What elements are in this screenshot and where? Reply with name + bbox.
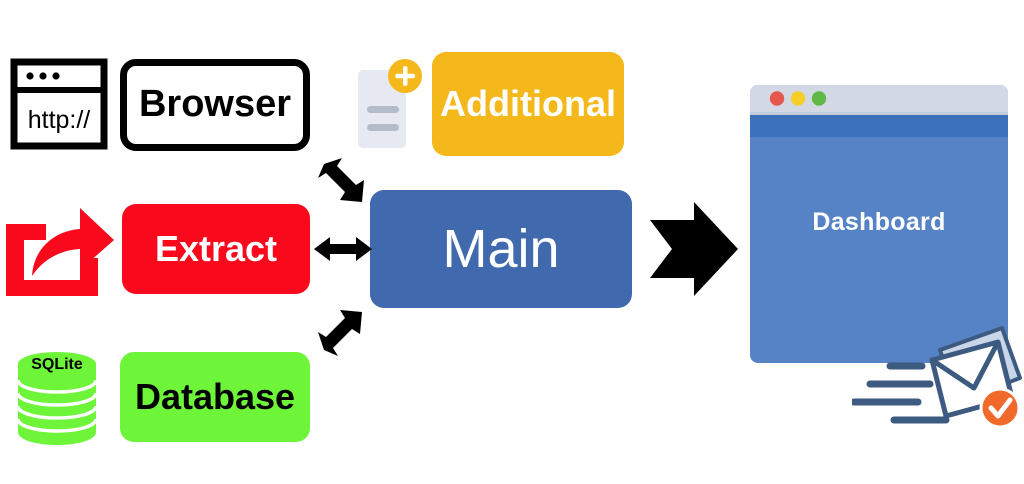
share-export-arrow-icon [2, 196, 118, 300]
node-main[interactable]: Main [370, 190, 632, 308]
connector-database-to-main [318, 310, 362, 356]
node-dashboard[interactable] [750, 85, 1008, 363]
connector-extract-to-main [314, 237, 372, 261]
node-additional[interactable]: Additional [432, 52, 624, 156]
sqlite-cylinder-icon: SQLite [14, 350, 100, 446]
node-browser[interactable]: Browser [120, 59, 310, 151]
node-database[interactable]: Database [120, 352, 310, 442]
browser-icon-url-text: http:// [28, 106, 91, 134]
node-main-label: Main [442, 218, 560, 279]
browser-window-icon: http:// [10, 58, 108, 150]
traffic-light-yellow [790, 91, 806, 106]
sqlite-icon-label: SQLite [31, 356, 83, 373]
node-database-label: Database [134, 376, 296, 418]
node-additional-label: Additional [440, 83, 616, 125]
node-browser-label: Browser [138, 83, 292, 126]
envelope-sent-check-icon [850, 322, 1024, 440]
traffic-light-red [769, 91, 785, 106]
connector-main-to-dashboard [650, 202, 738, 296]
node-dashboard-label: Dashboard [812, 208, 946, 236]
document-add-icon [352, 58, 424, 154]
connector-browser-to-main [318, 158, 364, 202]
node-extract[interactable]: Extract [122, 204, 310, 294]
node-extract-label: Extract [154, 228, 278, 270]
traffic-light-green [811, 91, 827, 106]
